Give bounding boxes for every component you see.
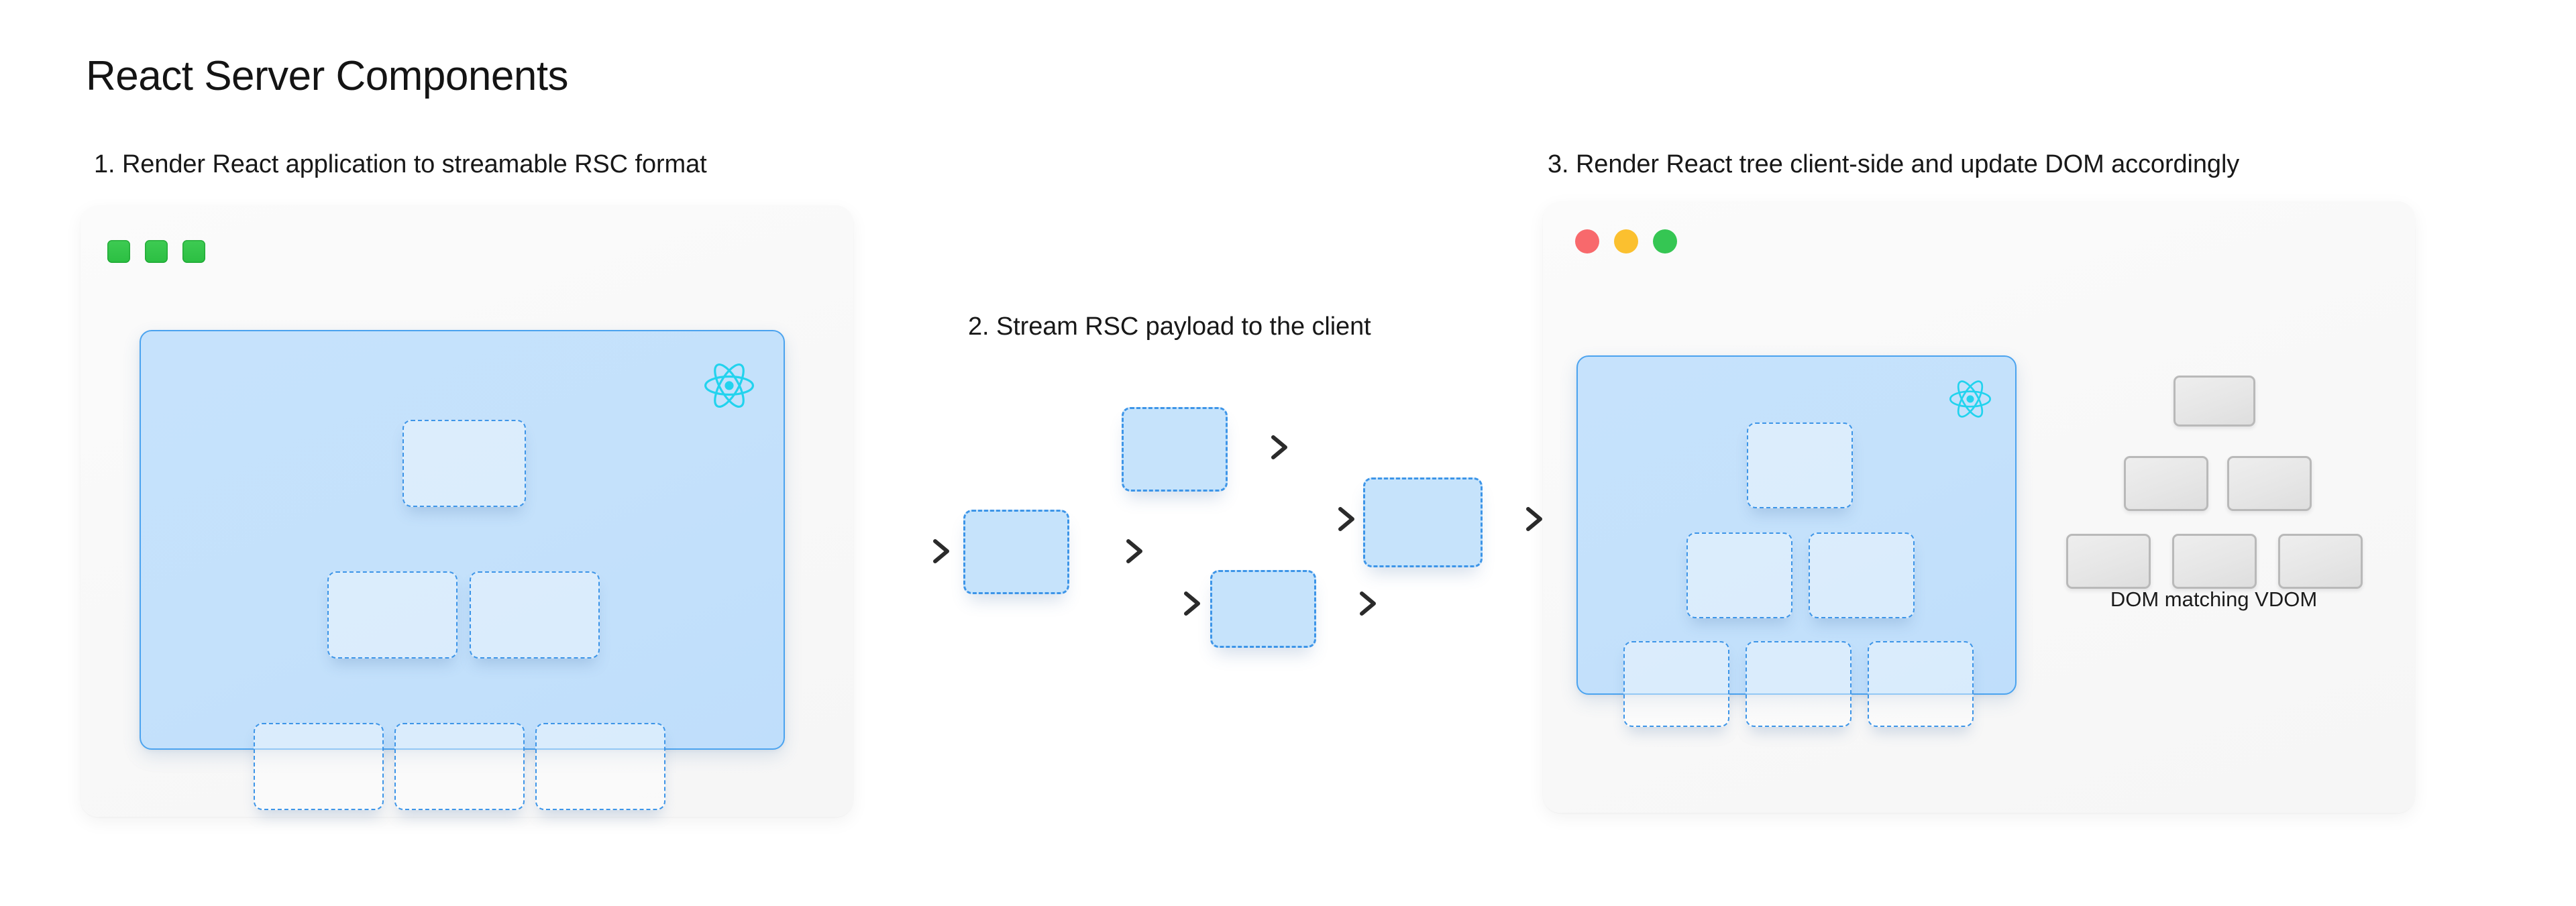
vdom-node-a[interactable] <box>327 571 458 659</box>
dom-tree-caption: DOM matching VDOM <box>2110 587 2318 611</box>
step-1-heading: 1. Render React application to streamabl… <box>94 150 707 178</box>
react-logo-icon <box>1949 380 1991 418</box>
window-dot-maximize[interactable] <box>1653 229 1677 253</box>
vdom-node-a[interactable] <box>1686 532 1792 618</box>
window-controls <box>107 240 205 263</box>
vdom-node-e[interactable] <box>535 723 665 810</box>
window-dot-close[interactable] <box>1575 229 1599 253</box>
vdom-node-e[interactable] <box>1868 641 1974 727</box>
page-title: React Server Components <box>86 53 569 99</box>
dom-node-d[interactable] <box>2172 534 2257 589</box>
window-dot-minimize[interactable] <box>1614 229 1638 253</box>
client-react-tree-card <box>1576 355 2017 727</box>
vdom-node-root[interactable] <box>1747 422 1853 508</box>
react-logo-icon <box>704 363 754 408</box>
server-react-tree-card <box>140 330 785 810</box>
dom-node-c[interactable] <box>2066 534 2151 589</box>
client-window-panel: DOM matching VDOM <box>1543 201 2415 813</box>
arrow-out-top-icon <box>1228 435 1287 459</box>
window-dot-1[interactable] <box>107 240 130 263</box>
vdom-node-c[interactable] <box>1623 641 1729 727</box>
vdom-node-b[interactable] <box>1809 532 1915 618</box>
server-window-panel <box>80 205 853 817</box>
dom-node-e[interactable] <box>2278 534 2363 589</box>
arrow-into-bottom-icon <box>1134 591 1200 616</box>
arrow-into-right-icon <box>1288 507 1354 531</box>
arrow-out-right-icon <box>1483 507 1542 531</box>
window-dot-3[interactable] <box>182 240 205 263</box>
dom-node-root[interactable] <box>2174 376 2255 427</box>
window-controls <box>1575 229 1677 253</box>
window-dot-2[interactable] <box>145 240 168 263</box>
stream-stage <box>877 335 1542 648</box>
step-3-heading: 3. Render React tree client-side and upd… <box>1548 150 2240 178</box>
stream-node-chunk-left[interactable] <box>963 510 1069 594</box>
stream-node-chunk-right[interactable] <box>1363 477 1483 567</box>
dom-node-a[interactable] <box>2124 456 2208 511</box>
step-2-heading: 2. Stream RSC payload to the client <box>968 313 1371 341</box>
arrow-into-left-icon <box>877 539 949 563</box>
vdom-node-d[interactable] <box>1746 641 1851 727</box>
arrow-out-bottom-icon <box>1316 591 1376 616</box>
dom-node-b[interactable] <box>2227 456 2312 511</box>
vdom-node-d[interactable] <box>394 723 525 810</box>
arrow-out-left-icon <box>1071 539 1142 563</box>
dom-tree: DOM matching VDOM <box>2053 376 2375 624</box>
vdom-node-b[interactable] <box>470 571 600 659</box>
stream-node-chunk-top[interactable] <box>1122 407 1228 492</box>
vdom-node-root[interactable] <box>402 420 526 507</box>
stream-node-chunk-bottom[interactable] <box>1210 570 1316 648</box>
vdom-node-c[interactable] <box>254 723 384 810</box>
